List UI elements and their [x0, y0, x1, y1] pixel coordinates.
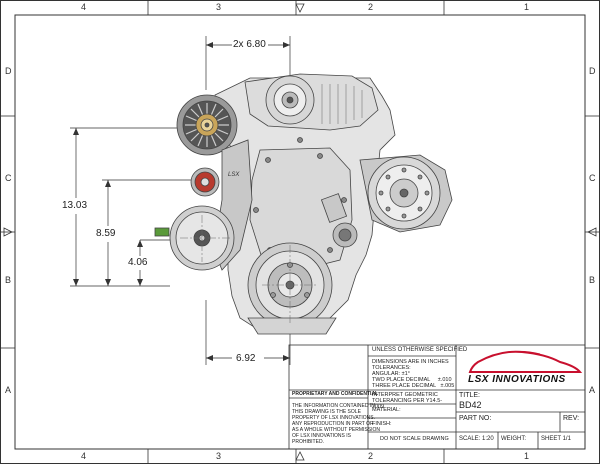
idler-pulley-red — [190, 167, 220, 197]
no-scale-note: DO NOT SCALE DRAWING — [380, 436, 449, 442]
rev-label: REV: — [563, 415, 580, 422]
dimension-width-top: 2x 6.80 — [233, 39, 266, 50]
scale-label: SCALE: 1:20 — [459, 436, 494, 442]
dimension-height-mid: 8.59 — [96, 228, 116, 239]
part-no-label: PART NO: — [459, 415, 492, 422]
zone-label-top-3: 3 — [216, 2, 222, 12]
zone-label-right-c: C — [589, 173, 596, 183]
alternator — [176, 94, 238, 156]
zone-label-top-1: 1 — [524, 2, 530, 12]
proprietary-line: ANY REPRODUCTION IN PART OR — [292, 421, 374, 427]
proprietary-line: THE INFORMATION CONTAINED IN — [292, 403, 375, 409]
dimension-width-bottom: 6.92 — [236, 353, 256, 364]
logo-car-icon — [468, 350, 583, 373]
zone-label-right-b: B — [589, 275, 596, 285]
ac-compressor — [359, 154, 453, 233]
spec-header: UNLESS OTHERWISE SPECIFIED — [372, 347, 468, 353]
spec-line: THREE PLACE DECIMAL ±.005 — [372, 383, 455, 389]
centering-marks — [3, 3, 597, 461]
spec-line: ANGULAR: ±1° — [372, 371, 410, 377]
center-lines — [180, 215, 318, 325]
geometric-tolerancing: INTERPRET GEOMETRIC TOLERANCING PER Y14.… — [372, 392, 443, 411]
dimension-height-overall: 13.03 — [62, 200, 88, 211]
zone-label-bottom-3: 3 — [216, 451, 222, 461]
zone-label-bottom-2: 2 — [368, 451, 374, 461]
title-label: TITLE: — [459, 392, 481, 399]
sheet-label: SHEET 1/1 — [541, 436, 571, 442]
spec-line: TOLERANCES: — [372, 365, 411, 371]
zone-label-bottom-1: 1 — [524, 451, 530, 461]
dimension-height-low: 4.06 — [128, 257, 148, 268]
zone-label-right-a: A — [589, 385, 596, 395]
zone-label-left-d: D — [5, 66, 12, 76]
zone-label-left-b: B — [5, 275, 12, 285]
water-pump — [265, 75, 315, 125]
bracket-badge: LSX — [228, 172, 240, 178]
spec-line: DIMENSIONS ARE IN INCHES — [372, 359, 449, 365]
zone-label-top-2: 2 — [368, 2, 374, 12]
proprietary-line: PROPERTY OF LSX INNOVATIONS. — [292, 415, 375, 421]
dimension-arrows — [73, 42, 290, 361]
oil-pan-flange — [247, 317, 337, 335]
title-block-frame — [288, 344, 586, 450]
company-logo: LSX INNOVATIONS — [468, 374, 566, 385]
weight-label: WEIGHT: — [501, 436, 526, 442]
zone-label-bottom-4: 4 — [81, 451, 87, 461]
proprietary-line: THIS DRAWING IS THE SOLE — [292, 409, 361, 415]
zone-label-left-c: C — [5, 173, 12, 183]
proprietary-line: PROHIBITED. — [292, 439, 324, 445]
proprietary-line: OF LSX INNOVATIONS IS — [292, 433, 351, 439]
belt-tensioner — [320, 193, 358, 248]
zone-label-right-d: D — [589, 66, 596, 76]
zone-label-left-a: A — [5, 385, 12, 395]
finish-label: FINISH: — [372, 421, 392, 427]
proprietary-title: PROPRIETARY AND CONFIDENTIAL — [292, 391, 379, 397]
housing-ribs — [321, 84, 363, 124]
proprietary-line: AS A WHOLE WITHOUT PERMISSION — [292, 427, 380, 433]
material-label: MATERIAL: — [372, 407, 401, 413]
green-fitting — [154, 227, 170, 237]
title-value: BD42 — [459, 400, 482, 410]
spec-line: TWO PLACE DECIMAL ±.010 — [372, 377, 452, 383]
zone-label-top-4: 4 — [81, 2, 87, 12]
